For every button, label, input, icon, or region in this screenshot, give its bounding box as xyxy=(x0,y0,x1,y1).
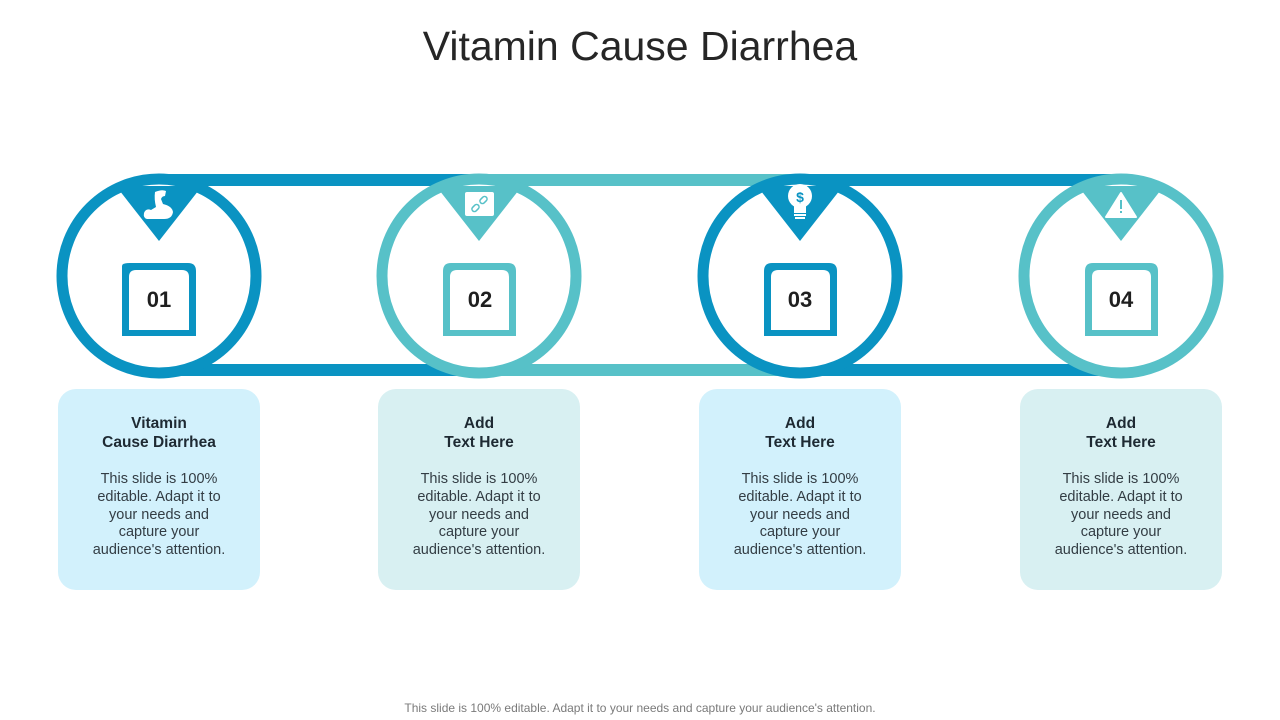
bottom-bar-2-3 xyxy=(479,364,800,376)
lightbulb-dollar-icon: $ xyxy=(788,184,812,219)
step-2-number: 02 xyxy=(467,287,493,312)
process-chain-graphic: $ xyxy=(56,173,1224,379)
slide-title: Vitamin Cause Diarrhea xyxy=(422,23,858,69)
step-2-heading: Add Text Here xyxy=(444,415,514,451)
bottom-bar-1-2 xyxy=(159,364,479,376)
step-2-card: Add Text Here This slide is 100% editabl… xyxy=(378,389,580,590)
step-4-number: 04 xyxy=(1108,287,1134,312)
step-3-number: 03 xyxy=(787,287,813,312)
top-bar-3-4 xyxy=(800,174,1121,186)
step-1-body: This slide is 100% editable. Adapt it to… xyxy=(92,471,226,559)
step-4-heading: Add Text Here xyxy=(1086,415,1156,451)
step-4-card: Add Text Here This slide is 100% editabl… xyxy=(1020,389,1222,590)
connector-bars xyxy=(159,174,1121,376)
step-4-body: This slide is 100% editable. Adapt it to… xyxy=(1054,471,1188,559)
step-2-circle xyxy=(376,173,582,379)
step-3-body: This slide is 100% editable. Adapt it to… xyxy=(733,471,867,559)
footer-note: This slide is 100% editable. Adapt it to… xyxy=(404,701,876,715)
step-3-circle: $ xyxy=(697,173,903,379)
flexed-arm-icon xyxy=(143,190,173,219)
svg-text:$: $ xyxy=(796,189,804,205)
broken-link-icon xyxy=(465,192,494,216)
step-1-number: 01 xyxy=(146,287,172,312)
warning-triangle-icon xyxy=(1105,192,1137,218)
step-1-card: Vitamin Cause Diarrhea This slide is 100… xyxy=(58,389,260,590)
step-3-card: Add Text Here This slide is 100% editabl… xyxy=(699,389,901,590)
step-1-circle xyxy=(56,173,262,379)
bottom-bar-3-4 xyxy=(800,364,1121,376)
step-1-heading: Vitamin Cause Diarrhea xyxy=(102,415,216,451)
top-bar-2-3 xyxy=(479,174,800,186)
top-bar-1-2 xyxy=(159,174,479,186)
step-4-circle xyxy=(1018,173,1224,379)
step-3-heading: Add Text Here xyxy=(765,415,835,451)
step-2-body: This slide is 100% editable. Adapt it to… xyxy=(412,471,546,559)
